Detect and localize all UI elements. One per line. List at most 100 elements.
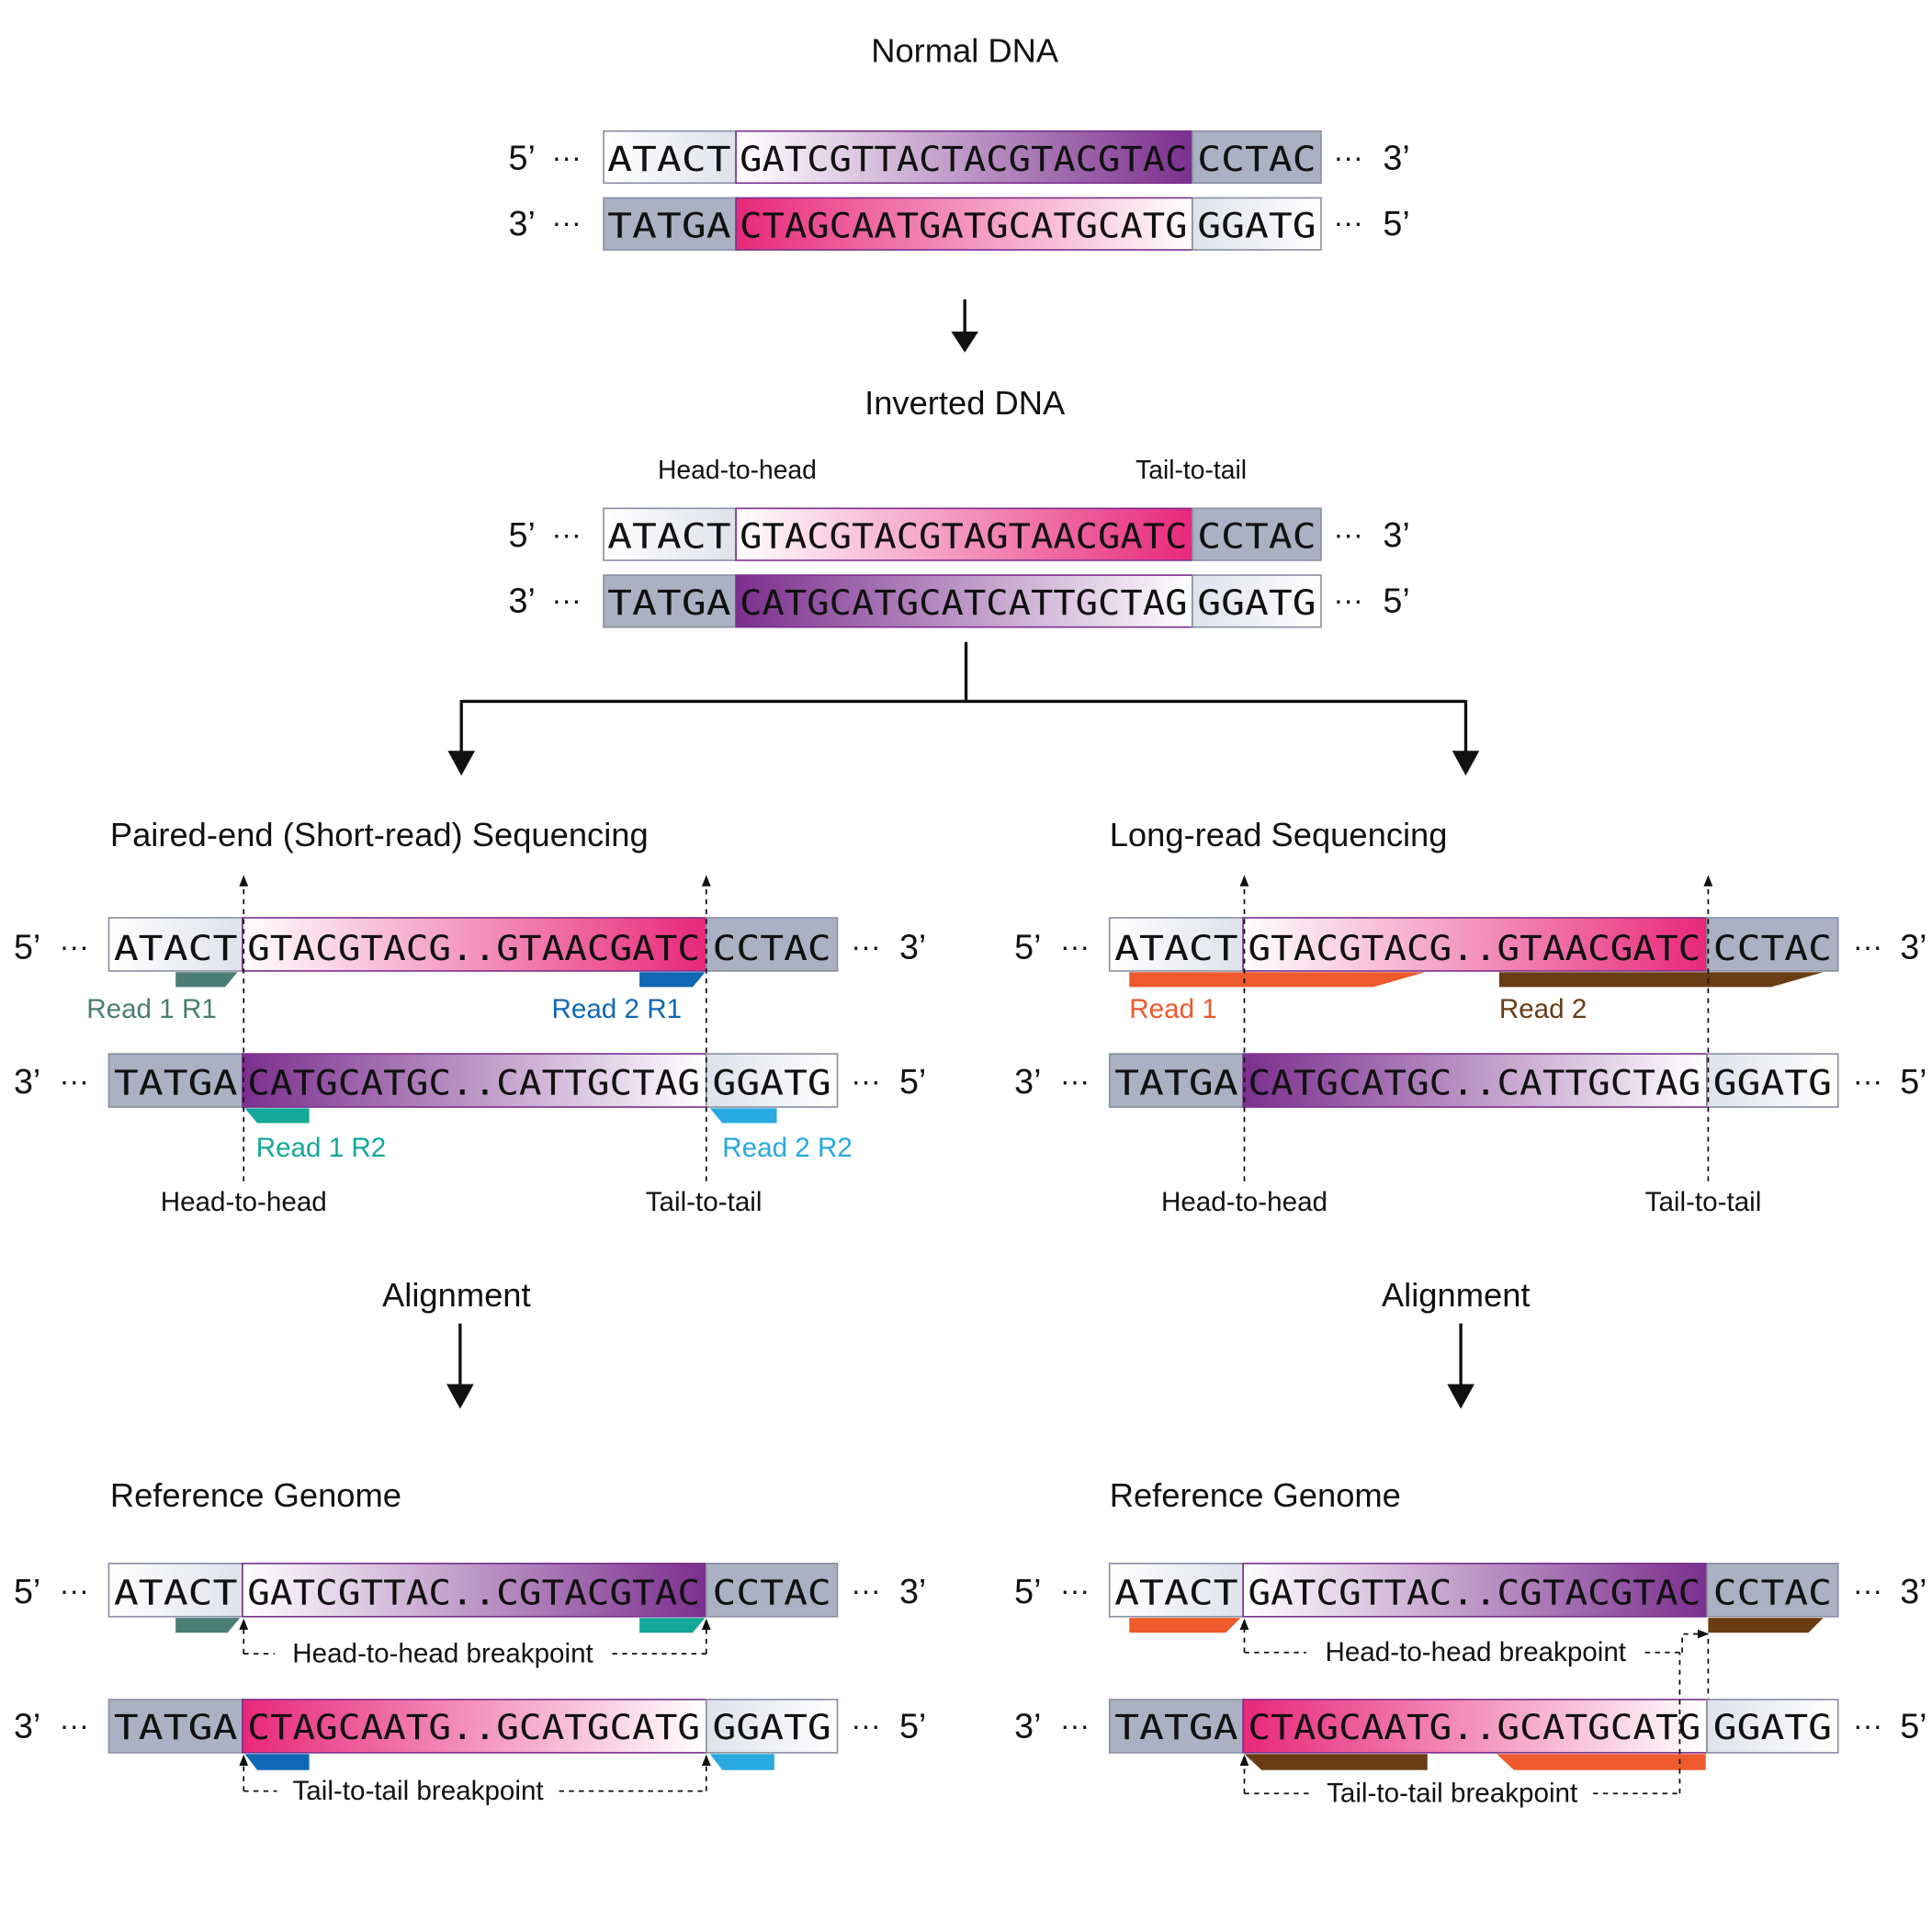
strand-end-label: 5’ [899,1707,926,1746]
seq-left: TATGA [114,1707,238,1747]
inversion-box [735,197,1193,251]
strand-end-label: 5’ [1383,581,1409,619]
seq-right: CCTAC [1197,139,1316,179]
head-to-head-label: Head-to-head [1161,1187,1328,1217]
flank-right-box [1706,1699,1839,1754]
ref-read1-r2-bar [639,1618,706,1633]
ref-long-read1-bar [1129,1618,1241,1633]
inversion-box [1242,917,1708,972]
read1-r2-label: Read 1 R2 [256,1133,387,1163]
reference-genome-title: Reference Genome [110,1476,401,1514]
seq-right: GGATG [713,1063,831,1103]
seq-right: GGATG [1713,1707,1832,1747]
long-read-bottom-strand: 3’ ··· TATGA CATGCATGC..CATTGCTAG GGATG … [1014,1053,1927,1108]
long-read1-label: Read 1 [1129,994,1216,1024]
seq-left: TATGA [607,582,731,623]
strand-end-label: 5’ [14,927,40,966]
long-read-top-strand: 5’ ··· ATACT GTACGTACG..GTAACGATC CCTAC … [1014,917,1927,972]
ellipsis: ··· [60,1709,89,1742]
long-ref-top-strand: 5’ ··· ATACT GATCGTTAC..CGTACGTAC CCTAC … [1014,1563,1927,1618]
flank-right-box [705,1563,839,1618]
seq-right: CCTAC [713,928,831,968]
ref-long-read2-bottom-bar [1244,1754,1428,1770]
short-read-bottom-strand: 3’ ··· TATGA CATGCATGC..CATTGCTAG GGATG … [14,1053,926,1108]
seq-right: CCTAC [1713,1572,1832,1612]
alignment-arrow [446,1323,474,1409]
flank-right-box [705,1699,839,1754]
inversion-box [1242,1563,1708,1618]
ellipsis: ··· [552,583,582,616]
long-read2-bar [1498,972,1824,988]
strand-end-label: 5’ [1383,204,1409,243]
read2-r2-bar [709,1108,777,1124]
ellipsis: ··· [1060,930,1090,963]
ellipsis: ··· [851,1065,880,1098]
ellipsis: ··· [60,1065,89,1098]
seq-right: GGATG [1713,1063,1832,1103]
strand-end-label: 5’ [509,515,536,554]
strand-end-label: 5’ [1900,1707,1926,1746]
head-to-head-breakpoint-connector [239,1618,711,1655]
tail-to-tail-breakpoint-label: Tail-to-tail breakpoint [1327,1779,1578,1809]
strand-end-label: 3’ [1900,927,1926,966]
strand-end-label: 5’ [1014,927,1041,966]
seq-mid: GTACGTACG..GTAACGATC [1248,928,1701,968]
ellipsis: ··· [60,930,89,963]
ellipsis: ··· [1333,583,1362,616]
read1-r1-label: Read 1 R1 [86,994,217,1024]
tail-to-tail-breakpoint-label: Tail-to-tail breakpoint [292,1776,544,1806]
flank-left-box [603,130,737,185]
normal-dna-title: Normal DNA [871,31,1059,69]
seq-mid: CTAGCAATG..GCATGCATG [247,1707,700,1747]
short-read-title: Paired-end (Short-read) Sequencing [110,816,649,853]
ellipsis: ··· [60,1574,89,1607]
inversion-box [242,1053,707,1108]
flank-right-box [1192,130,1322,185]
seq-mid: GATCGTTAC..CGTACGTAC [247,1572,700,1612]
seq-mid: GTACGTACG..GTAACGATC [247,928,700,968]
ellipsis: ··· [1060,1574,1090,1607]
strand-end-label: 5’ [14,1572,40,1610]
alignment-label: Alignment [382,1276,531,1314]
branch-arrows [447,641,1480,776]
inverted-bottom-strand: 3’ ··· TATGA CATGCATGCATCATTGCTAG GGATG … [509,574,1410,628]
flank-right-box [705,917,839,972]
flank-left-box [107,1563,243,1618]
seq-right: CCTAC [1713,928,1832,968]
seq-right: GGATG [1197,206,1316,246]
strand-end-label: 5’ [1900,1062,1926,1101]
ref-read1-r1-bar [175,1618,241,1633]
long-tail-to-tail-breakpoint-connector [1239,1652,1681,1795]
alignment-label: Alignment [1382,1276,1531,1314]
ellipsis: ··· [851,1574,880,1607]
seq-right: GGATG [1197,582,1316,623]
short-ref-top-strand: 5’ ··· ATACT GATCGTTAC..CGTACGTAC CCTAC … [14,1563,926,1618]
ellipsis: ··· [552,141,582,174]
seq-left: ATACT [1114,1572,1238,1612]
tail-to-tail-label: Tail-to-tail [1135,455,1247,484]
seq-left: TATGA [1114,1707,1238,1747]
read2-r1-bar [639,972,706,988]
ellipsis: ··· [851,1709,880,1742]
short-read-breakpoint-guides [239,875,711,1181]
flank-right-box [1192,507,1322,561]
strand-end-label: 5’ [1014,1572,1041,1610]
ellipsis: ··· [1333,141,1362,174]
seq-mid: GATCGTTACTACGTACGTAC [740,139,1187,179]
strand-end-label: 3’ [1014,1707,1041,1746]
ellipsis: ··· [1853,1574,1882,1607]
seq-left: ATACT [114,928,238,968]
ref-read2-r2-bar [709,1754,774,1770]
read1-r1-bar [175,972,238,988]
seq-mid: CATGCATGC..CATTGCTAG [1248,1063,1701,1103]
short-read-top-strand: 5’ ··· ATACT GTACGTACG..GTAACGATC CCTAC … [14,917,926,972]
flank-left-box [603,574,737,628]
tail-to-tail-breakpoint-connector [239,1754,711,1792]
seq-left: TATGA [607,206,731,246]
long-ref-bottom-strand: 3’ ··· TATGA CTAGCAATG..GCATGCATG GGATG … [1014,1699,1927,1754]
flank-left-box [1108,1563,1244,1618]
long-read1-bar [1129,972,1426,988]
head-to-head-breakpoint-label: Head-to-head breakpoint [292,1639,593,1669]
head-to-head-label: Head-to-head [161,1187,327,1217]
